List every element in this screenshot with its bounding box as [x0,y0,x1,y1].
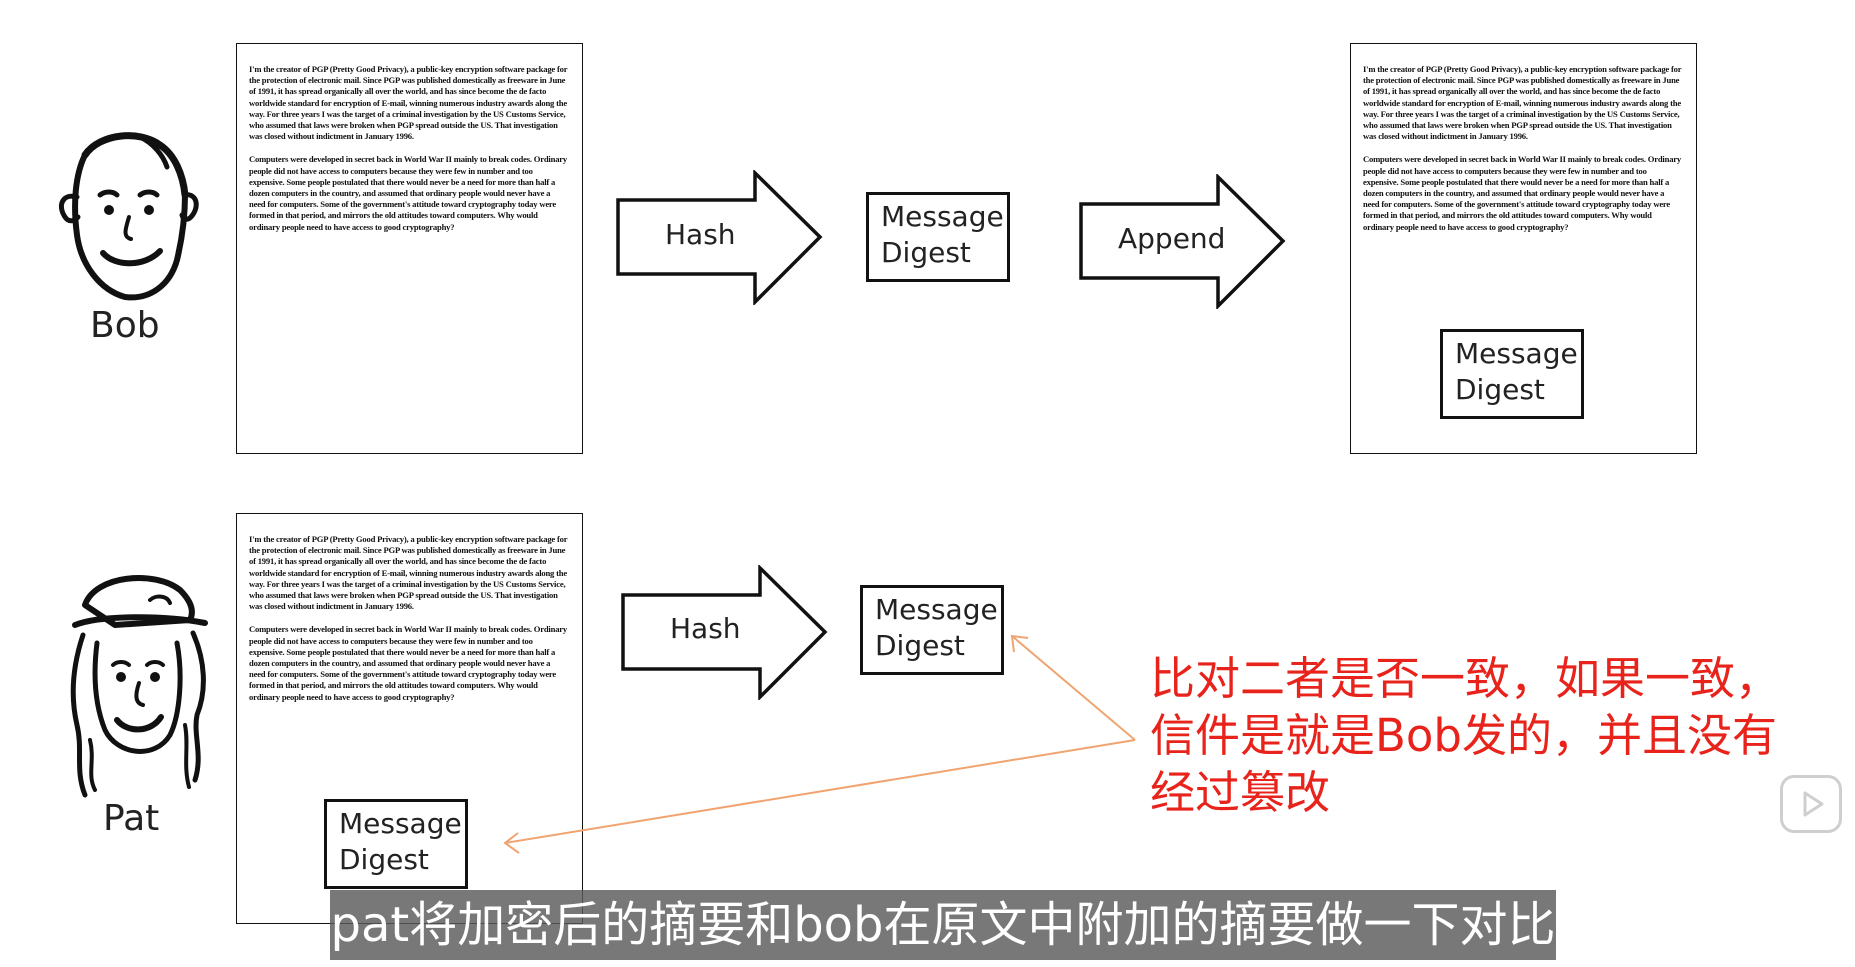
pat-face-icon [70,575,208,798]
pat-label: Pat [103,798,160,839]
digest-line-1: Message [881,200,1004,233]
document-paragraph-1: I'm the creator of PGP (Pretty Good Priv… [1363,64,1682,142]
play-icon [1803,791,1824,817]
appended-message-digest: Message Digest [1440,329,1584,419]
digest-line-1: Message [339,807,462,840]
bob-face-icon [59,132,199,301]
append-arrow [1079,174,1286,309]
digest-line-1: Message [875,593,998,626]
video-subtitle: pat将加密后的摘要和bob在原文中附加的摘要做一下对比 [330,890,1556,960]
document-paragraph-2: Computers were developed in secret back … [249,154,567,232]
document-paragraph-2: Computers were developed in secret back … [1363,154,1681,232]
bob-label: Bob [90,305,160,346]
comparison-note: 比对二者是否一致，如果一致，信件是就是Bob发的，并且没有经过篡改 [1150,652,1781,819]
hash-label-bottom: Hash [670,612,741,645]
append-label: Append [1118,222,1226,255]
document-paragraph-1: I'm the creator of PGP (Pretty Good Priv… [249,64,568,142]
bob-signed-document: I'm the creator of PGP (Pretty Good Priv… [1350,43,1697,454]
document-paragraph-2: Computers were developed in secret back … [249,624,567,702]
document-paragraph-1: I'm the creator of PGP (Pretty Good Priv… [249,534,568,612]
bob-original-document: I'm the creator of PGP (Pretty Good Priv… [236,43,583,454]
pat-received-message-digest: Message Digest [324,799,468,889]
digest-line-2: Digest [1455,373,1545,406]
digest-line-2: Digest [339,843,429,876]
hash-label-top: Hash [665,218,736,251]
bob-message-digest: Message Digest [866,192,1010,282]
hash-arrow-bottom [621,565,828,700]
digest-line-1: Message [1455,337,1578,370]
video-play-button[interactable] [1780,775,1842,833]
pat-computed-message-digest: Message Digest [860,585,1004,675]
digest-line-2: Digest [875,629,965,662]
digest-line-2: Digest [881,236,971,269]
hash-arrow-top [616,170,823,305]
